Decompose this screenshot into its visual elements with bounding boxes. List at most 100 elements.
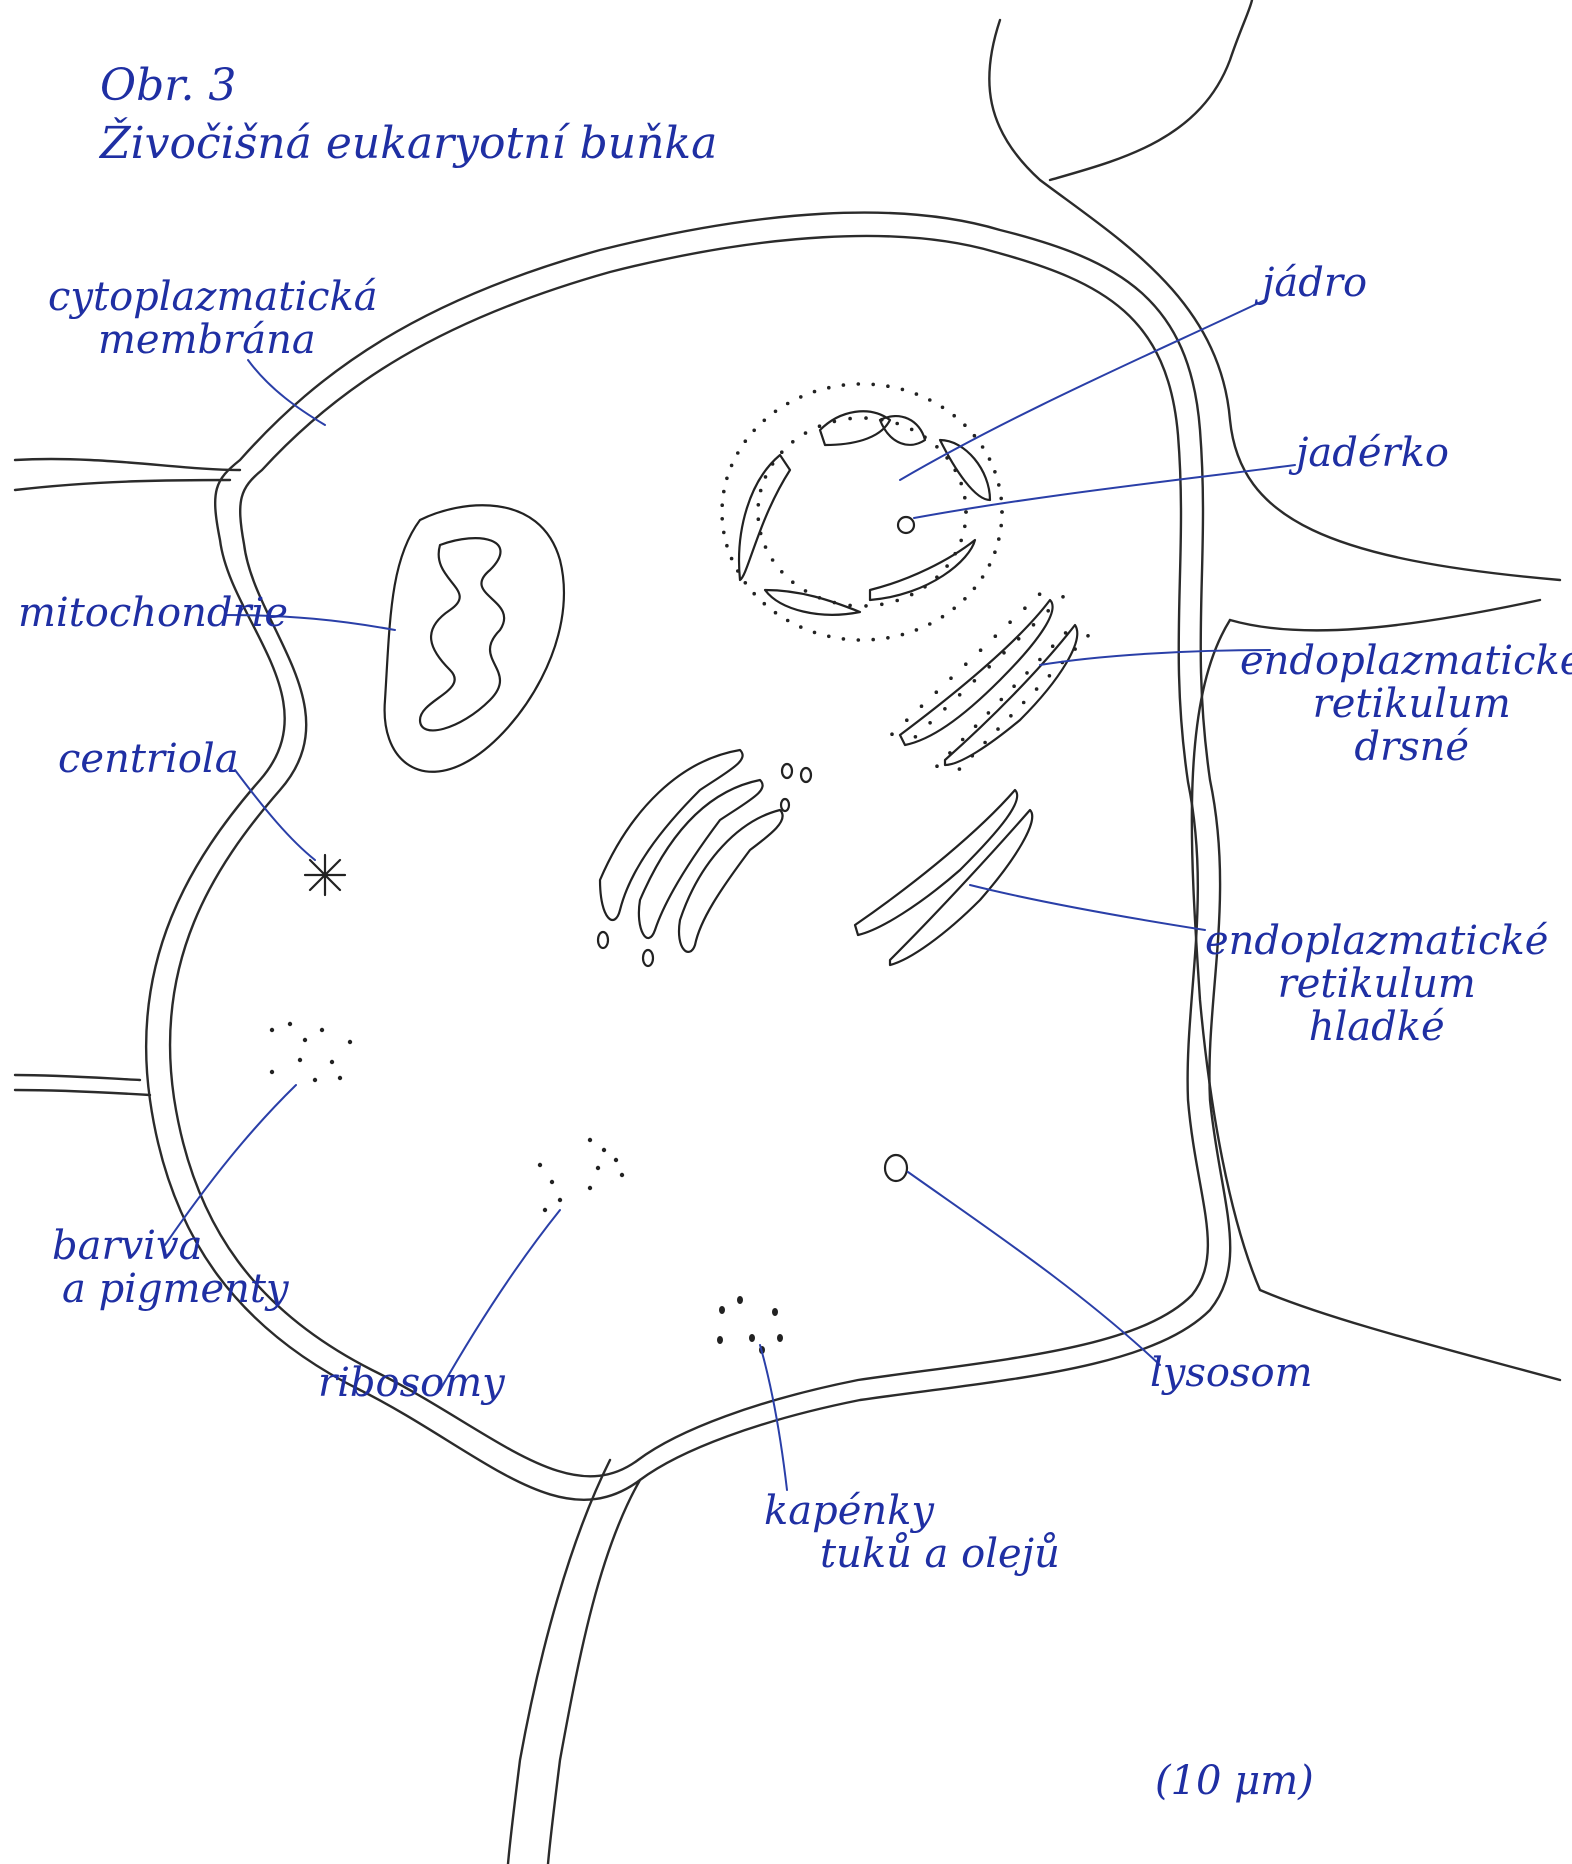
label-rough-er: endoplazmatické retikulum drsné	[1240, 640, 1572, 770]
stipple-dot	[915, 628, 919, 632]
stipple-dot	[1025, 671, 1029, 675]
stipple-dot	[981, 575, 985, 579]
label-cell-membrane-line2: membrána	[48, 319, 378, 362]
stipple-dot	[757, 503, 761, 507]
stipple-dot	[935, 445, 939, 449]
stipple-dot	[1064, 631, 1068, 635]
stipple-dot	[774, 611, 778, 615]
stipple-dot	[1008, 620, 1012, 624]
stipple-dot	[848, 417, 852, 421]
stipple-dot	[757, 517, 761, 521]
stipple-dot	[804, 589, 808, 593]
stipple-dot	[864, 604, 868, 608]
ribosome-particles	[538, 1138, 624, 1212]
stipple-dot	[935, 764, 939, 768]
label-centriole: centriola	[58, 738, 239, 781]
stipple-dot	[736, 569, 740, 573]
stipple-dot	[759, 532, 763, 536]
label-smooth-er-line2: retikulum	[1205, 963, 1548, 1006]
stipple-dot	[1061, 595, 1065, 599]
stipple-dot	[791, 440, 795, 444]
stipple-dot	[923, 435, 927, 439]
stipple-dot	[813, 390, 817, 394]
figure-number: Obr. 3	[100, 62, 236, 110]
stipple-dot	[871, 383, 875, 387]
pigment-particles	[270, 1022, 352, 1082]
stipple-dot	[905, 718, 909, 722]
stipple-dot	[1009, 714, 1013, 718]
stipple-dot	[827, 386, 831, 390]
stipple-dot	[780, 570, 784, 574]
stipple-dot	[780, 450, 784, 454]
stipple-dot	[928, 721, 932, 725]
stipple-dot	[987, 665, 991, 669]
stipple-dot	[1038, 592, 1042, 596]
stipple-dot	[833, 420, 837, 424]
stipple-dot	[1012, 684, 1016, 688]
stipple-dot	[1073, 647, 1077, 651]
stipple-dot	[997, 537, 1001, 541]
stipple-dot	[864, 416, 868, 420]
stipple-dot	[1086, 634, 1090, 638]
stipple-dot	[759, 489, 763, 493]
label-rough-er-line3: drsné	[1240, 726, 1572, 769]
stipple-dot	[928, 398, 932, 402]
stipple-dot	[935, 690, 939, 694]
stipple-dot	[1022, 701, 1026, 705]
stipple-dot	[953, 469, 957, 473]
stipple-dot	[1032, 623, 1036, 627]
stipple-dot	[941, 615, 945, 619]
stipple-dot	[886, 384, 890, 388]
stipple-dot	[763, 602, 767, 606]
label-rough-er-line2: retikulum	[1240, 683, 1572, 726]
stipple-dot	[1048, 674, 1052, 678]
stipple-dot	[725, 544, 729, 548]
stipple-dot	[720, 517, 724, 521]
label-fat-droplets: kapénky tuků a olejů	[764, 1490, 1060, 1576]
stipple-dot	[827, 635, 831, 639]
stipple-dot	[941, 406, 945, 410]
stipple-dot	[952, 414, 956, 418]
label-nucleus: jádro	[1262, 262, 1367, 305]
stipple-dot	[857, 382, 861, 386]
stipple-dot	[799, 625, 803, 629]
label-pigments-line1: barviva	[52, 1225, 289, 1268]
stipple-dot	[895, 599, 899, 603]
stipple-dot	[958, 693, 962, 697]
stipple-dot	[928, 622, 932, 626]
stipple-dot	[771, 558, 775, 562]
stipple-dot	[915, 392, 919, 396]
stipple-dot	[818, 424, 822, 428]
stipple-dot	[880, 418, 884, 422]
figure-title: Živočišná eukaryotní buňka	[100, 120, 717, 168]
stipple-dot	[999, 524, 1003, 528]
stipple-dot	[963, 423, 967, 427]
stipple-dot	[964, 510, 968, 514]
leader-lines	[165, 300, 1295, 1490]
stipple-dot	[901, 633, 905, 637]
stipple-dot	[949, 676, 953, 680]
stipple-dot	[744, 439, 748, 443]
stipple-dot	[1051, 644, 1055, 648]
stipple-dot	[752, 429, 756, 433]
stipple-dot	[730, 464, 734, 468]
stipple-dot	[842, 637, 846, 641]
stipple-dot	[971, 754, 975, 758]
stipple-dot	[963, 597, 967, 601]
mitochondrion	[385, 505, 564, 772]
stipple-dot	[886, 636, 890, 640]
stipple-dot	[833, 601, 837, 605]
stipple-dot	[994, 634, 998, 638]
stipple-dot	[948, 751, 952, 755]
stipple-dot	[730, 557, 734, 561]
stipple-dot	[786, 402, 790, 406]
stipple-dot	[813, 631, 817, 635]
stipple-dot	[722, 531, 726, 535]
stipple-dot	[953, 552, 957, 556]
label-smooth-er-line1: endoplazmatické	[1205, 920, 1548, 963]
label-cell-membrane: cytoplazmatická membrána	[48, 276, 378, 362]
stipple-dot	[987, 711, 991, 715]
stipple-dot	[910, 593, 914, 597]
stipple-dot	[923, 585, 927, 589]
label-lysosome: lysosom	[1150, 1352, 1313, 1395]
